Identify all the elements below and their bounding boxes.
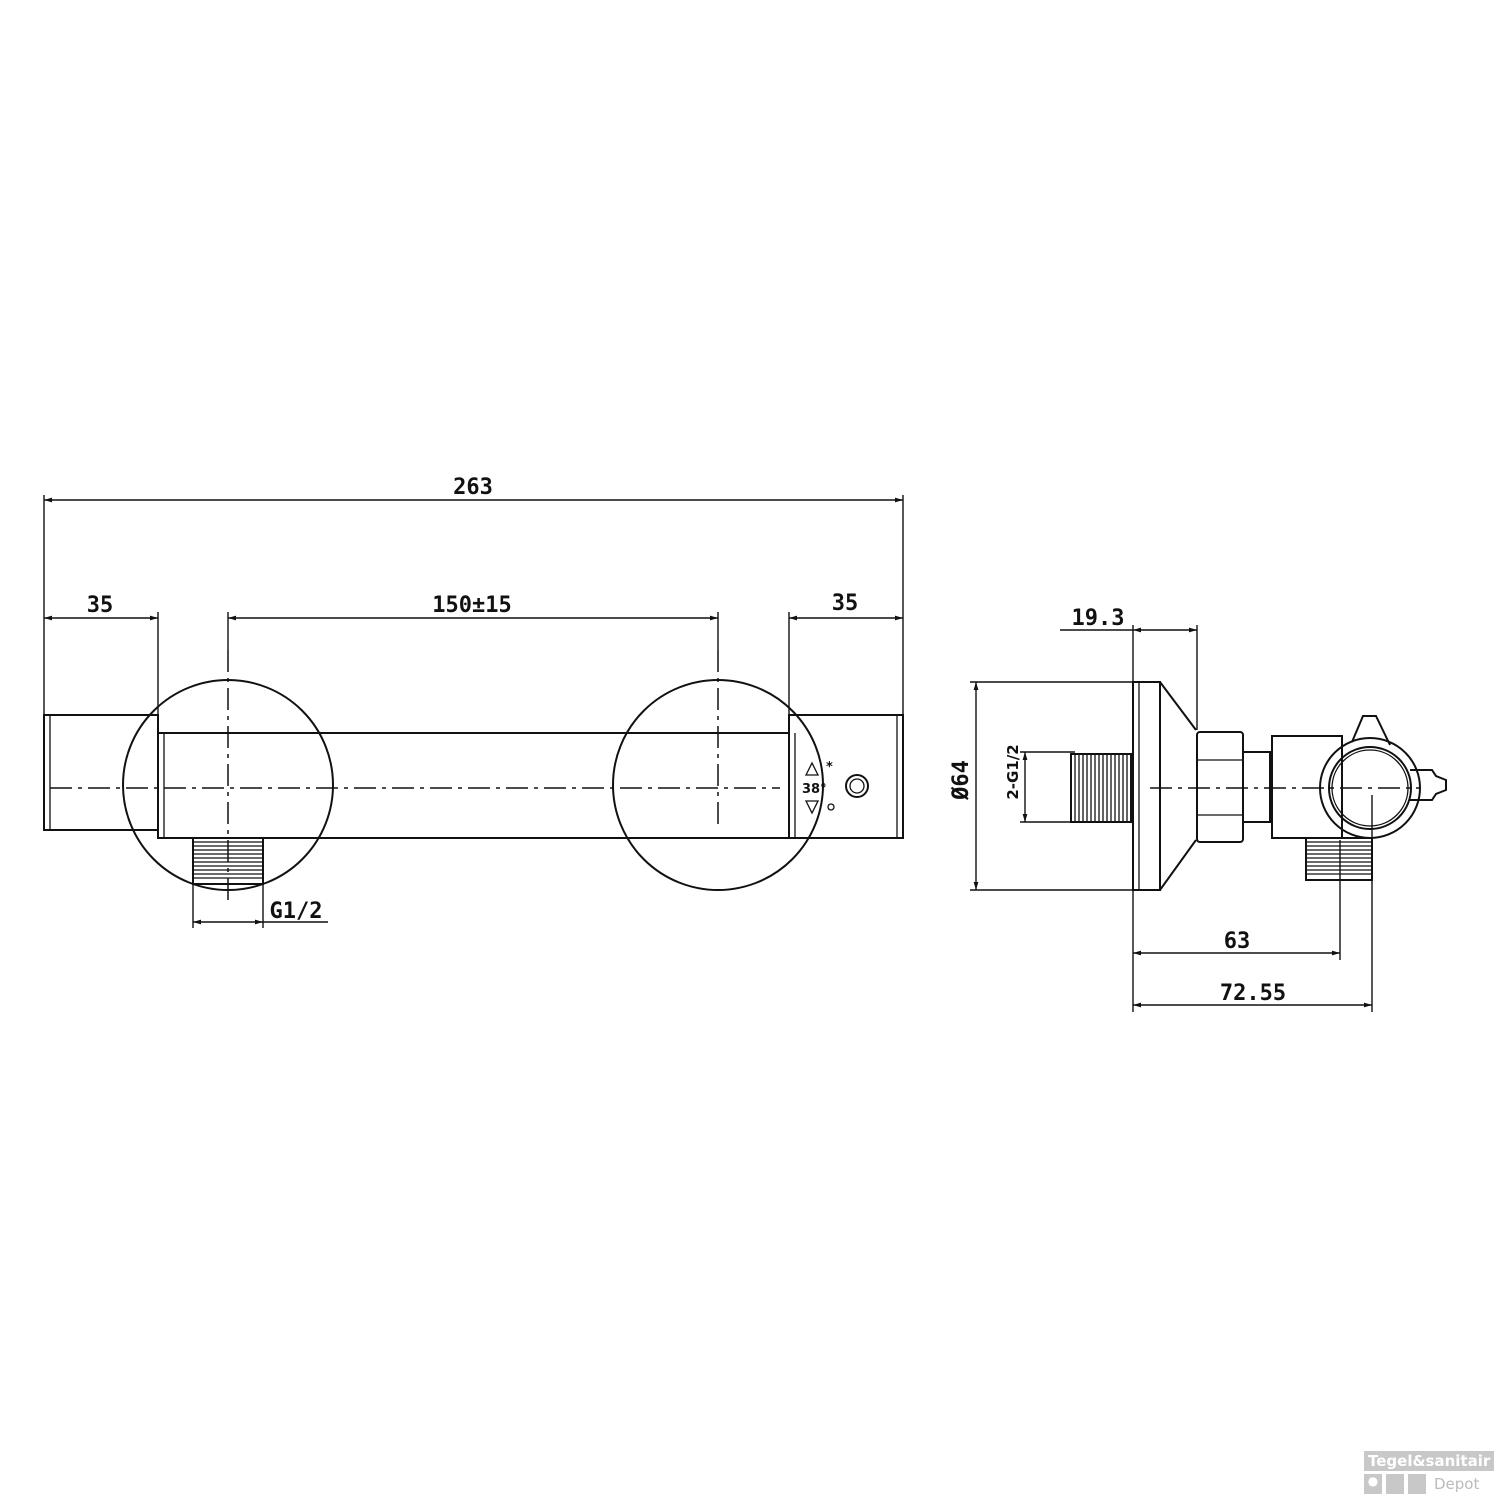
side-view: 19.3 Ø64 2-G1/2 63 72.55	[949, 606, 1447, 1012]
dim-overall-depth: 72.55	[1220, 981, 1286, 1006]
drop-icon: ●	[1364, 1474, 1382, 1494]
connector-tube	[1242, 751, 1271, 823]
watermark-logo: Tegel&sanitair ● Depot	[1364, 1451, 1494, 1494]
escutcheon-cone	[1159, 681, 1197, 891]
hex-nut	[1196, 731, 1244, 843]
temperature-mark: 38°	[802, 782, 827, 797]
dim-overall-width: 263	[453, 475, 493, 500]
safety-button	[845, 774, 869, 798]
thermostat-body	[157, 732, 790, 839]
triangle-down-icon	[804, 800, 820, 815]
right-end-cap	[788, 714, 904, 839]
dim-center-distance: 150±15	[432, 593, 511, 618]
triangle-up-icon	[804, 761, 820, 776]
front-view: * 38° 263 35 150±15 35 G1/2	[43, 475, 904, 928]
wall-flange	[1132, 681, 1161, 891]
dim-escutcheon-diameter: Ø64	[949, 760, 974, 801]
dim-inlet-thread: 2-G1/2	[1004, 744, 1022, 799]
circle-mark-icon	[827, 803, 835, 811]
dim-outlet-thread: G1/2	[270, 899, 323, 924]
dim-outlet-depth: 63	[1224, 929, 1251, 954]
dim-right-cap: 35	[832, 591, 859, 616]
watermark-line2: Depot	[1434, 1475, 1480, 1493]
watermark-line1: Tegel&sanitair	[1364, 1451, 1494, 1471]
dim-escutcheon-offset: 19.3	[1072, 606, 1125, 631]
inlet-thread	[1070, 753, 1132, 823]
dim-left-cap: 35	[87, 593, 114, 618]
left-end-cap	[43, 714, 159, 831]
outlet-thread-side	[1305, 837, 1373, 881]
star-icon: *	[826, 760, 833, 775]
handle-knob	[1351, 715, 1391, 746]
